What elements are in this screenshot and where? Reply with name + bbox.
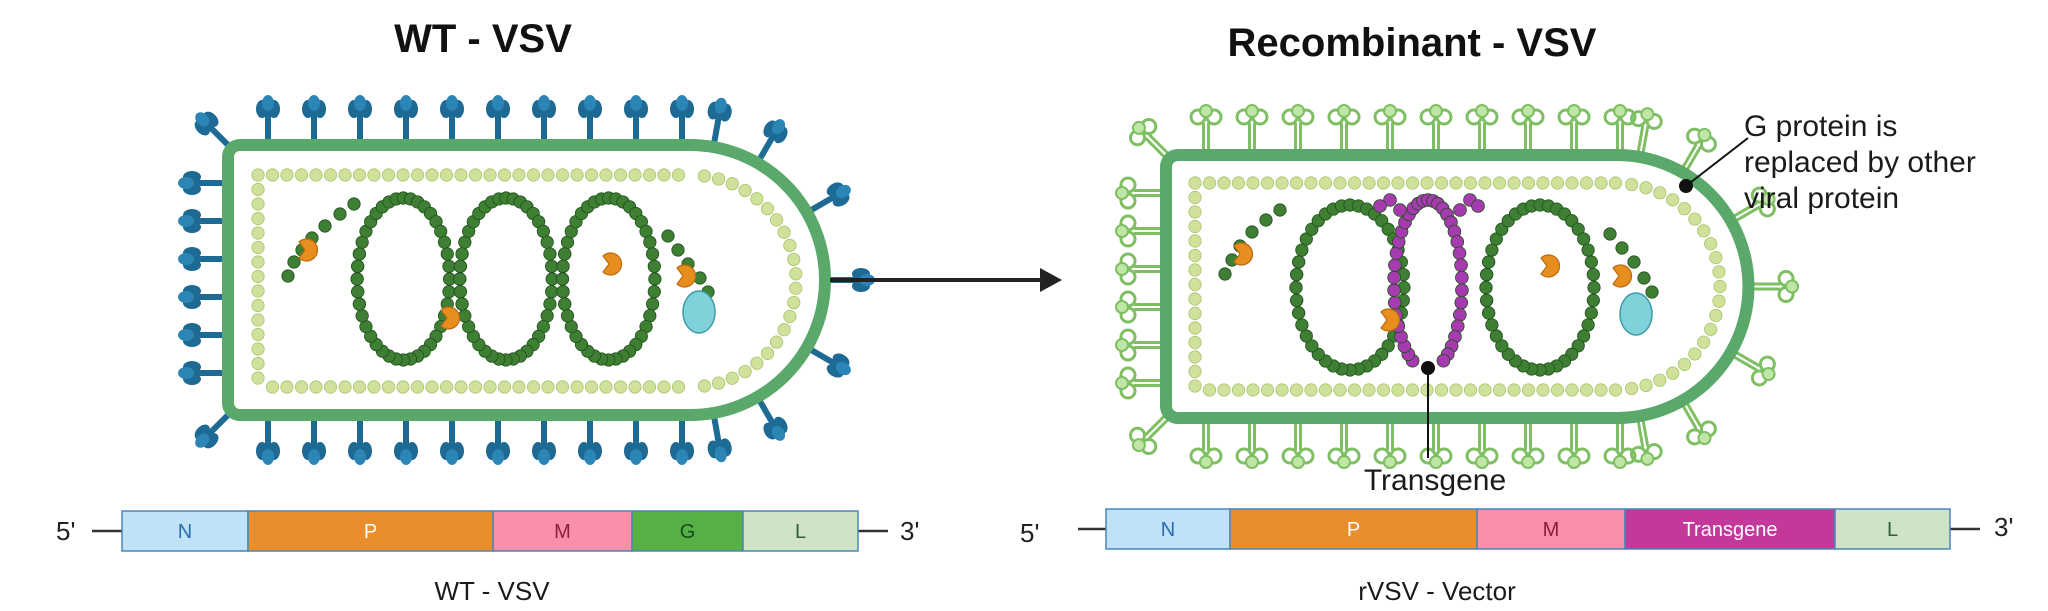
rvsv-segment-n: N xyxy=(1105,508,1231,550)
rvsv-virion xyxy=(1115,104,1799,469)
wt-g-protein-spikes xyxy=(178,95,875,465)
wt-genome-map: 5' 3' N P M G L WT - VSV xyxy=(56,510,919,606)
wt-nucleocapsid xyxy=(281,191,715,367)
wt-segment-m: M xyxy=(492,510,633,552)
rvsv-matrix-protein-layer xyxy=(1188,176,1727,397)
rvsv-three-prime: 3' xyxy=(1994,512,2013,542)
rvsv-transgene-nucleocapsid xyxy=(1373,193,1485,368)
wt-segment-n: N xyxy=(121,510,249,552)
wt-matrix-protein-layer xyxy=(251,168,803,394)
rvsv-genome-caption: rVSV - Vector xyxy=(1358,576,1516,606)
wt-segment-label: L xyxy=(795,521,806,543)
rvsv-segment-label: L xyxy=(1887,519,1898,541)
rvsv-internal-proteins xyxy=(1233,242,1653,336)
g-protein-note-line1: G protein is xyxy=(1744,110,1897,143)
rvsv-title: Recombinant - VSV xyxy=(1228,21,1597,65)
rvsv-segment-label: M xyxy=(1543,519,1560,541)
wt-segment-label: N xyxy=(178,521,192,543)
wt-three-prime: 3' xyxy=(900,516,919,546)
g-protein-note-line2: replaced by other xyxy=(1744,146,1976,179)
wt-segment-l: L xyxy=(742,510,859,552)
wt-internal-proteins xyxy=(298,238,716,334)
g-protein-annotation: G protein is replaced by other viral pro… xyxy=(1679,110,1976,215)
wt-segment-g: G xyxy=(631,510,744,552)
rvsv-segment-p: P xyxy=(1229,508,1478,550)
rvsv-segment-label: N xyxy=(1161,519,1175,541)
transgene-annotation: Transgene xyxy=(1364,361,1506,497)
rvsv-segment-label: P xyxy=(1347,519,1360,541)
rvsv-segment-label: Transgene xyxy=(1683,519,1778,541)
rvsv-genome-map: 5' 3' N P M Transgene L rVSV - Vector xyxy=(1020,508,2013,606)
rvsv-viral-protein-spikes xyxy=(1115,104,1799,469)
wt-segment-label: M xyxy=(554,521,571,543)
rvsv-segment-transgene: Transgene xyxy=(1624,508,1836,550)
wt-virion xyxy=(178,95,875,465)
g-protein-note-line3: viral protein xyxy=(1744,182,1899,215)
wt-segment-p: P xyxy=(247,510,494,552)
wt-genome-caption: WT - VSV xyxy=(434,576,550,606)
right-arrow-icon xyxy=(830,268,1062,292)
wt-segment-label: G xyxy=(680,521,696,543)
rvsv-segment-l: L xyxy=(1834,508,1951,550)
wt-title: WT - VSV xyxy=(394,17,572,61)
rvsv-five-prime: 5' xyxy=(1020,518,1039,548)
transgene-label: Transgene xyxy=(1364,464,1506,497)
wt-five-prime: 5' xyxy=(56,516,75,546)
rvsv-segment-m: M xyxy=(1476,508,1626,550)
wt-segment-label: P xyxy=(364,521,377,543)
